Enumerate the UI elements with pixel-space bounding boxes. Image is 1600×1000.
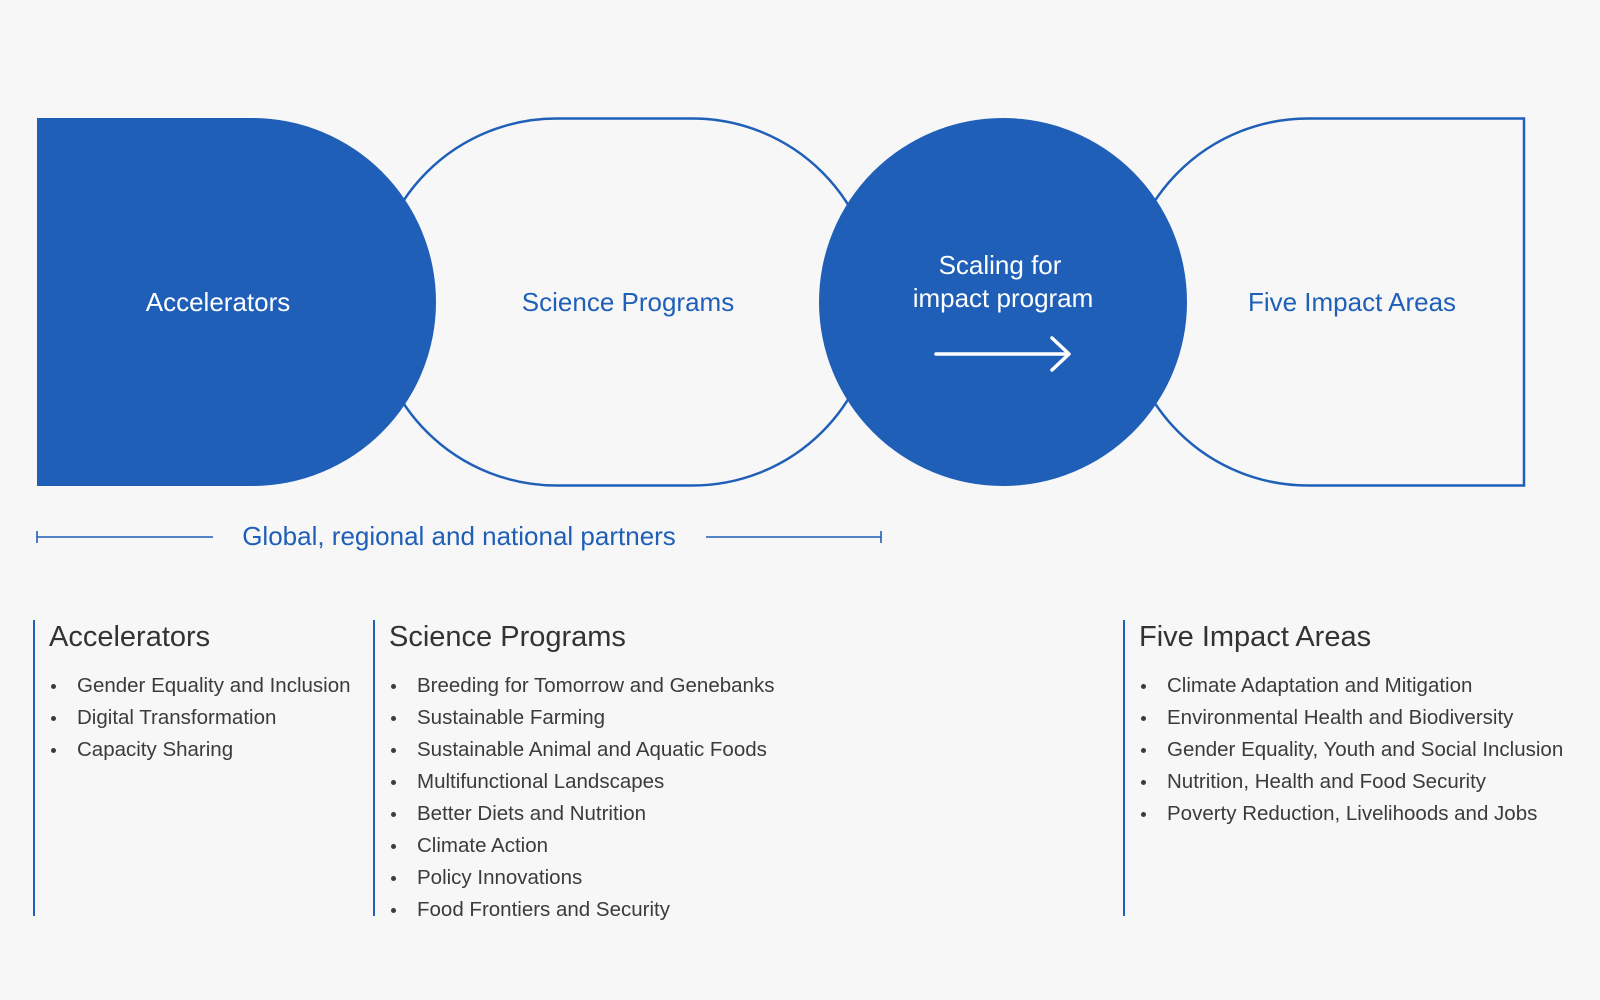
list-item: Nutrition, Health and Food Security (1141, 766, 1593, 798)
scaling-circle (819, 118, 1187, 486)
accelerators-column: Accelerators Gender Equality and Inclusi… (33, 620, 363, 916)
list-item: Food Frontiers and Security (391, 894, 933, 926)
list-item: Breeding for Tomorrow and Genebanks (391, 670, 933, 702)
partners-bracket (36, 531, 882, 543)
accelerators-list: Gender Equality and Inclusion Digital Tr… (49, 670, 363, 766)
scaling-label-line1: Scaling for (939, 250, 1062, 280)
list-item: Policy Innovations (391, 862, 933, 894)
list-item: Environmental Health and Biodiversity (1141, 702, 1593, 734)
science-programs-heading: Science Programs (389, 621, 626, 653)
impact-areas-list: Climate Adaptation and Mitigation Enviro… (1139, 670, 1593, 830)
impact-areas-label: Five Impact Areas (1248, 287, 1456, 317)
list-item: Climate Action (391, 830, 933, 862)
list-item: Climate Adaptation and Mitigation (1141, 670, 1593, 702)
science-programs-column: Science Programs Breeding for Tomorrow a… (373, 620, 933, 921)
list-item: Sustainable Farming (391, 702, 933, 734)
accelerators-label: Accelerators (146, 287, 291, 317)
science-programs-list: Breeding for Tomorrow and Genebanks Sust… (389, 670, 933, 926)
science-programs-label: Science Programs (522, 287, 734, 317)
list-item: Gender Equality, Youth and Social Inclus… (1141, 734, 1593, 766)
list-item: Capacity Sharing (51, 734, 363, 766)
accelerators-heading: Accelerators (49, 621, 211, 653)
accelerators-shape (37, 118, 436, 486)
list-item: Sustainable Animal and Aquatic Foods (391, 734, 933, 766)
list-item: Better Diets and Nutrition (391, 798, 933, 830)
list-item: Multifunctional Landscapes (391, 766, 933, 798)
right-arrow-icon (934, 336, 1071, 372)
scaling-label-line2: impact program (913, 283, 1094, 313)
list-item: Poverty Reduction, Livelihoods and Jobs (1141, 798, 1593, 830)
impact-areas-heading: Five Impact Areas (1139, 621, 1372, 653)
impact-areas-column: Five Impact Areas Climate Adaptation and… (1123, 620, 1593, 916)
list-item: Digital Transformation (51, 702, 363, 734)
partners-label: Global, regional and national partners (242, 521, 676, 551)
list-item: Gender Equality and Inclusion (51, 670, 363, 702)
